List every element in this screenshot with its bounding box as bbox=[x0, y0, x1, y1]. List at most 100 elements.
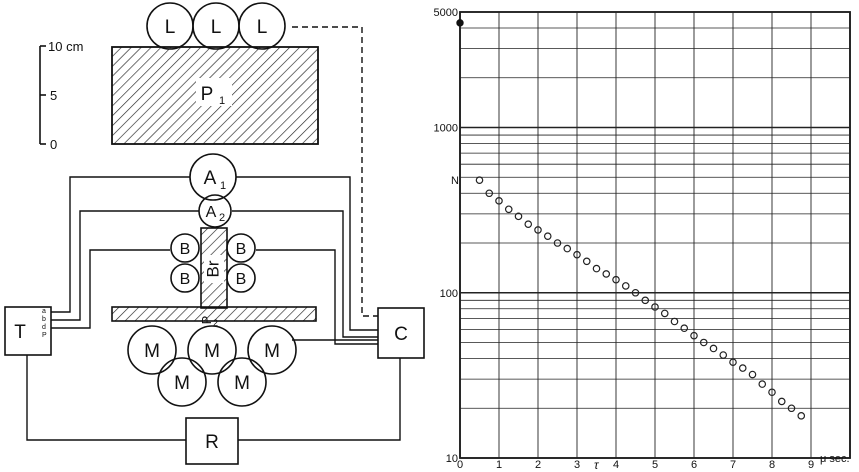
unit-t-input-b: b bbox=[42, 316, 46, 323]
data-point bbox=[777, 397, 786, 406]
unit-r-label: R bbox=[205, 432, 219, 453]
counter-m-3-label: M bbox=[264, 341, 280, 362]
absorber-p1-subscript: 1 bbox=[219, 95, 225, 107]
counter-a2-subscript: 2 bbox=[219, 212, 225, 224]
chart-ylabel: N bbox=[451, 175, 459, 187]
data-point-initial bbox=[456, 19, 464, 27]
data-point bbox=[729, 358, 737, 366]
counter-b-4 bbox=[226, 263, 256, 293]
data-point bbox=[719, 351, 728, 359]
counter-m-2-label: M bbox=[204, 341, 220, 362]
data-point bbox=[592, 264, 601, 273]
data-point bbox=[748, 370, 757, 379]
data-point bbox=[543, 232, 552, 240]
x-tick-label: 7 bbox=[730, 459, 736, 471]
data-point bbox=[534, 226, 542, 234]
unit-r: R bbox=[185, 417, 239, 465]
data-point bbox=[612, 275, 620, 284]
counter-m-4 bbox=[157, 357, 207, 407]
counter-m-1-label: M bbox=[144, 341, 160, 362]
counter-m-5 bbox=[217, 357, 267, 407]
data-point bbox=[553, 239, 562, 247]
data-point bbox=[602, 270, 611, 278]
data-point bbox=[563, 244, 572, 253]
chart-xlabel: τ bbox=[594, 458, 600, 472]
chart-points bbox=[456, 19, 806, 420]
data-point bbox=[631, 288, 640, 297]
counter-l-1-label: L bbox=[165, 17, 176, 38]
x-tick-label: 8 bbox=[769, 459, 775, 471]
counter-m-5-label: M bbox=[234, 373, 250, 394]
y-tick-label: 1000 bbox=[434, 123, 458, 135]
absorber-p2: P 2 bbox=[111, 306, 317, 328]
data-point bbox=[699, 338, 708, 347]
apparatus-diagram: 10 cm 5 0 L bbox=[4, 2, 425, 465]
data-point bbox=[690, 331, 698, 340]
counter-a1-label: A bbox=[204, 168, 217, 189]
scale-bar: 10 cm 5 0 bbox=[39, 39, 83, 152]
unit-c-label: C bbox=[394, 324, 408, 345]
block-br-label: Br bbox=[203, 260, 222, 277]
counters-side: B B B B bbox=[170, 233, 256, 293]
x-tick-label: 2 bbox=[535, 459, 541, 471]
data-point bbox=[758, 380, 767, 388]
data-point bbox=[495, 197, 503, 205]
counter-b-1-label: B bbox=[180, 241, 191, 258]
unit-t-label: T bbox=[14, 322, 26, 343]
data-point bbox=[797, 412, 806, 420]
x-tick-label: 6 bbox=[691, 459, 697, 471]
counter-a1-subscript: 1 bbox=[220, 180, 226, 192]
y-tick-label: 100 bbox=[440, 288, 458, 300]
x-tick-label: 0 bbox=[457, 459, 463, 471]
x-tick-label: 5 bbox=[652, 459, 658, 471]
counter-m-2 bbox=[187, 325, 237, 375]
counter-b-1 bbox=[170, 233, 200, 263]
data-point bbox=[641, 296, 650, 305]
absorber-p2-subscript: 2 bbox=[213, 318, 218, 328]
counters-top: L L L bbox=[146, 2, 286, 50]
data-point bbox=[651, 303, 659, 311]
counter-l-2-label: L bbox=[211, 17, 222, 38]
chart-grid bbox=[459, 11, 851, 459]
counter-m-3 bbox=[247, 325, 297, 375]
data-point bbox=[670, 317, 679, 326]
counter-a2-label: A bbox=[206, 204, 217, 221]
unit-c: C bbox=[377, 307, 425, 359]
unit-t: T a b d P bbox=[4, 306, 52, 356]
x-tick-label: 4 bbox=[613, 459, 619, 471]
data-point bbox=[768, 388, 776, 397]
x-tick-label: 1 bbox=[496, 459, 502, 471]
chart-x-unit: μ sec. bbox=[820, 453, 850, 465]
data-point bbox=[485, 189, 494, 198]
absorber-p1: P 1 bbox=[111, 46, 319, 145]
data-point bbox=[660, 309, 669, 318]
data-point bbox=[504, 205, 513, 214]
unit-t-input-p: P bbox=[42, 332, 47, 339]
block-br: Br bbox=[200, 227, 228, 309]
data-point bbox=[582, 257, 591, 266]
data-point bbox=[573, 250, 581, 259]
counters-bottom: M M M M M bbox=[127, 325, 297, 407]
y-tick-label: 10 bbox=[446, 453, 458, 465]
counter-b-3 bbox=[226, 233, 256, 263]
counter-b-3-label: B bbox=[236, 241, 247, 258]
counter-b-2-label: B bbox=[180, 271, 191, 288]
counter-a2: A 2 bbox=[198, 194, 232, 228]
counter-b-4-label: B bbox=[236, 271, 247, 288]
data-point bbox=[524, 220, 533, 228]
absorber-p1-label: P bbox=[201, 84, 214, 105]
counter-m-4-label: M bbox=[174, 373, 190, 394]
scale-tick-10cm: 10 cm bbox=[48, 39, 83, 54]
wiring bbox=[26, 26, 401, 441]
unit-t-input-a: a bbox=[42, 308, 46, 315]
data-point bbox=[709, 344, 718, 353]
data-point bbox=[621, 282, 630, 290]
data-point bbox=[475, 176, 484, 184]
y-tick-label: 5000 bbox=[434, 7, 458, 19]
x-tick-label: 9 bbox=[808, 459, 814, 471]
counter-b-2 bbox=[170, 263, 200, 293]
scale-tick-5: 5 bbox=[50, 88, 57, 103]
data-point bbox=[738, 364, 747, 372]
